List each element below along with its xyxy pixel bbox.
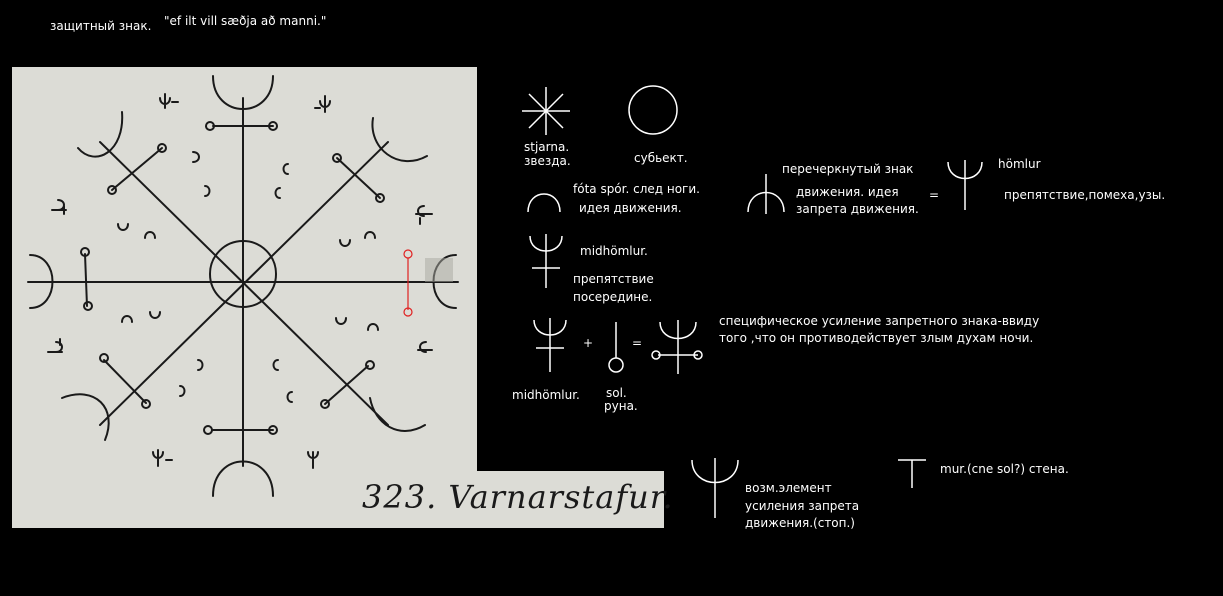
- stjarna-label: stjarna.: [524, 140, 570, 154]
- midhomlur-label-2: midhömlur.: [512, 388, 580, 402]
- fota-label-1: fóta spór. след ноги.: [573, 182, 700, 196]
- combined-sign-icon: [651, 320, 703, 374]
- spec-label-1: специфическое усиление запретного знака-…: [719, 314, 1040, 328]
- crossed-label-1: перечеркнутый знак: [782, 162, 914, 176]
- subekt-label: субьект.: [634, 151, 688, 165]
- homlur-desc: препятствие,помеха,узы.: [1004, 188, 1166, 202]
- midhomlur-label: midhömlur.: [580, 244, 648, 258]
- crossed-label-2: движения. идея: [796, 185, 899, 199]
- spec-label-2: того ,что он противодействует злым духам…: [719, 331, 1034, 345]
- sol-rune-icon: [608, 322, 624, 373]
- plus-sign: +: [583, 336, 594, 350]
- vozm-label-3: движения.(стоп.): [745, 516, 855, 530]
- midhomlur-icon-2: [533, 318, 567, 372]
- circle-icon: [628, 85, 678, 135]
- prep-label-2: посередине.: [573, 290, 653, 304]
- homlur-icon: [947, 160, 983, 210]
- equals-sign-2: =: [632, 336, 643, 350]
- zvezda-label: звезда.: [524, 154, 571, 168]
- prep-label-1: препятствие: [573, 272, 654, 286]
- horseshoe-icon: [527, 193, 561, 213]
- stop-element-icon: [691, 458, 739, 518]
- crossed-horseshoe-icon: [747, 174, 785, 214]
- vozm-label-2: усиления запрета: [745, 499, 860, 513]
- fota-label-2: идея движения.: [579, 201, 682, 215]
- vozm-label-1: возм.элемент: [745, 481, 832, 495]
- runa-label: руна.: [604, 399, 638, 413]
- sol-label: sol.: [606, 386, 627, 400]
- star-icon: [522, 87, 570, 135]
- equals-sign-1: =: [929, 188, 940, 202]
- crossed-label-3: запрета движения.: [796, 202, 919, 216]
- mur-icon: [898, 459, 926, 488]
- header-quote: "ef ilt vill sæðja að manni.": [164, 14, 327, 28]
- homlur-label: hömlur: [998, 157, 1041, 171]
- header-title: защитный знак.: [50, 19, 152, 33]
- scan-caption: 323. Varnarstafur.: [362, 478, 674, 516]
- mur-label: mur.(cne sol?) стена.: [940, 462, 1069, 476]
- midhomlur-icon: [529, 234, 563, 288]
